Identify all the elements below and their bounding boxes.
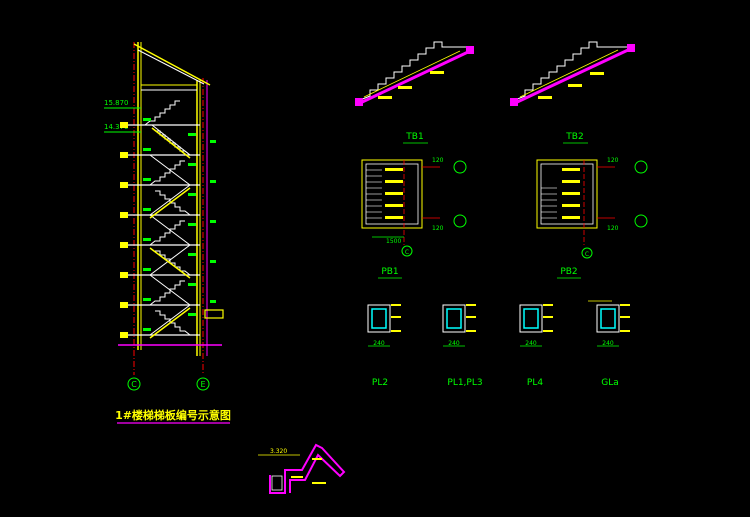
beam-section-pl2: 240 PL2 xyxy=(367,304,401,388)
plan-dim-pb2-b: 120 xyxy=(607,225,619,232)
plan-dim-pb1-b: 120 xyxy=(432,225,444,232)
beam-section-gla: 240 GLa xyxy=(588,300,630,388)
stair-section-elevation: 15.870 14.370 xyxy=(104,42,231,424)
label-tb2: TB2 xyxy=(565,132,583,142)
beam-width-pl4: 240 xyxy=(525,340,537,347)
beam-section-pl4: 240 PL4 xyxy=(519,304,553,388)
plan-axis-pb2: C xyxy=(585,251,589,258)
stair-base-detail: 3.320 xyxy=(258,443,346,494)
plan-dim-pb1-length: 1500 xyxy=(386,238,401,245)
level-label-second: 14.370 xyxy=(104,123,129,131)
plan-axis-pb1: C xyxy=(405,249,409,256)
beam-width-pl1-pl3: 240 xyxy=(448,340,460,347)
drawing-title: 1#楼梯梯板编号示意图 xyxy=(115,408,231,422)
level-label-bottom: 3.320 xyxy=(270,448,287,455)
beam-label-pl2: PL2 xyxy=(372,378,388,388)
plan-dim-pb1-a: 120 xyxy=(432,157,444,164)
axis-bubble-left xyxy=(127,377,141,391)
plan-dim-pb2-a: 120 xyxy=(607,157,619,164)
stair-detail-tb2: TB2 xyxy=(510,41,635,144)
beam-width-gla: 240 xyxy=(602,340,614,347)
beam-label-gla: GLa xyxy=(601,378,619,388)
label-tb1: TB1 xyxy=(405,132,423,142)
axis-label-left: C xyxy=(131,380,137,389)
beam-section-pl1-pl3: 240 PL1,PL3 xyxy=(442,304,483,388)
beam-width-pl2: 240 xyxy=(373,340,385,347)
label-pb1: PB1 xyxy=(381,267,398,277)
landing-plan-pb1: 120 120 1500 C PB1 xyxy=(361,157,467,279)
axis-label-right: E xyxy=(200,380,205,389)
landing-plan-pb2: 120 120 C PB2 xyxy=(536,157,648,279)
label-pb2: PB2 xyxy=(560,267,577,277)
beam-label-pl1-pl3: PL1,PL3 xyxy=(447,378,482,388)
stair-detail-tb1: TB1 xyxy=(355,41,474,144)
beam-label-pl4: PL4 xyxy=(527,378,543,388)
level-label-top: 15.870 xyxy=(104,99,129,107)
axis-bubble-right xyxy=(196,377,210,391)
